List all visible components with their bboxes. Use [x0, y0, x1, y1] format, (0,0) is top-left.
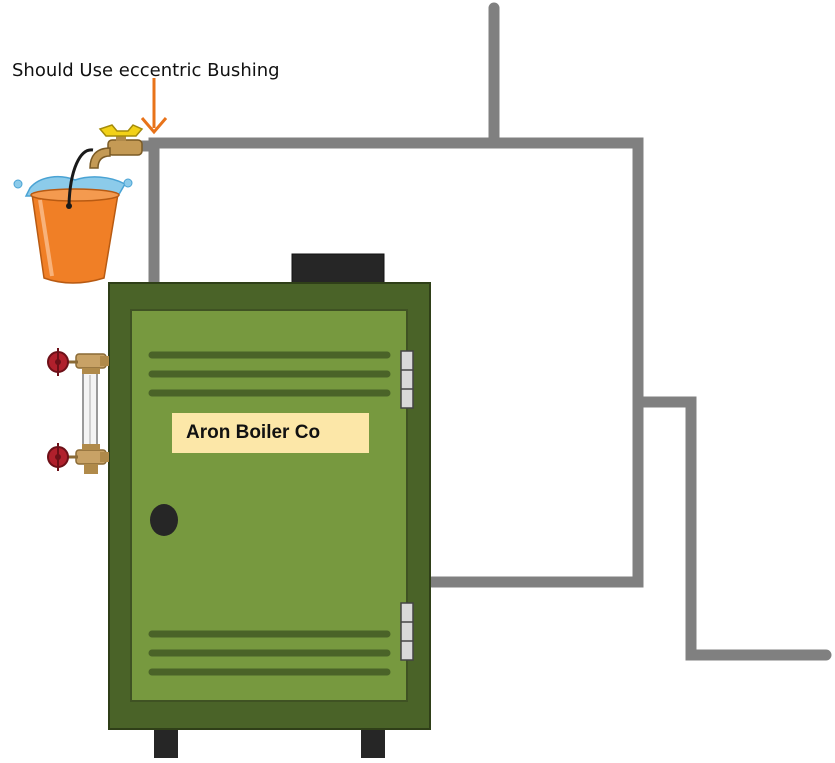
flue-outlet	[291, 253, 385, 285]
door-knob[interactable]	[150, 504, 178, 536]
louvers-top	[148, 351, 391, 397]
valve-handle-bottom-icon[interactable]	[47, 443, 69, 471]
return-pipe	[632, 396, 832, 661]
boiler-door	[130, 309, 408, 702]
hinge-top	[400, 350, 414, 409]
supply-riser-pipe	[148, 137, 644, 588]
water-bucket-icon	[13, 148, 133, 284]
louvers-bottom	[148, 630, 391, 676]
brass-faucet-icon	[89, 124, 144, 169]
boiler-foot-right	[361, 728, 385, 758]
eccentric-bushing-note: Should Use eccentric Bushing	[12, 60, 280, 81]
hinge-bottom	[400, 602, 414, 661]
nameplate	[172, 413, 369, 453]
sight-glass-icon	[63, 353, 109, 474]
valve-handle-top-icon[interactable]	[47, 348, 69, 376]
down-arrow-icon	[140, 78, 168, 135]
boiler-nameplate-label: Aron Boiler Co	[186, 422, 321, 443]
boiler-foot-left	[154, 728, 178, 758]
